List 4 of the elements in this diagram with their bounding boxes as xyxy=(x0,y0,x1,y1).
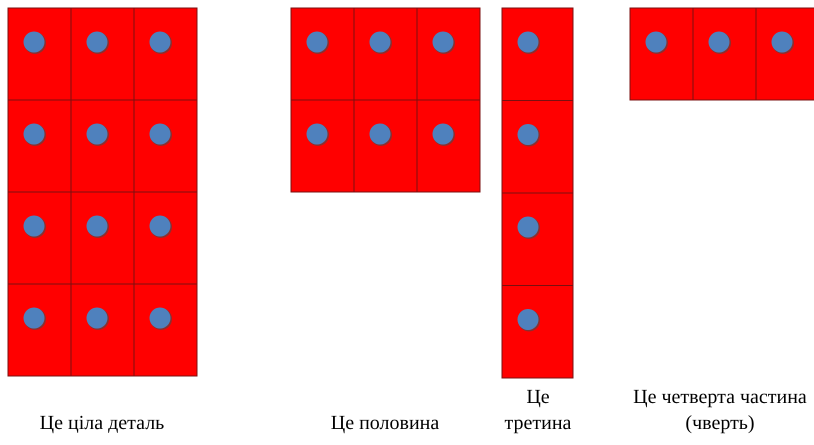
caption: Це третина xyxy=(504,385,572,436)
caption: Це ціла деталь xyxy=(38,411,166,436)
caption: Це половина xyxy=(330,411,440,436)
caption: Це четверта частина (чверть) xyxy=(632,385,808,436)
